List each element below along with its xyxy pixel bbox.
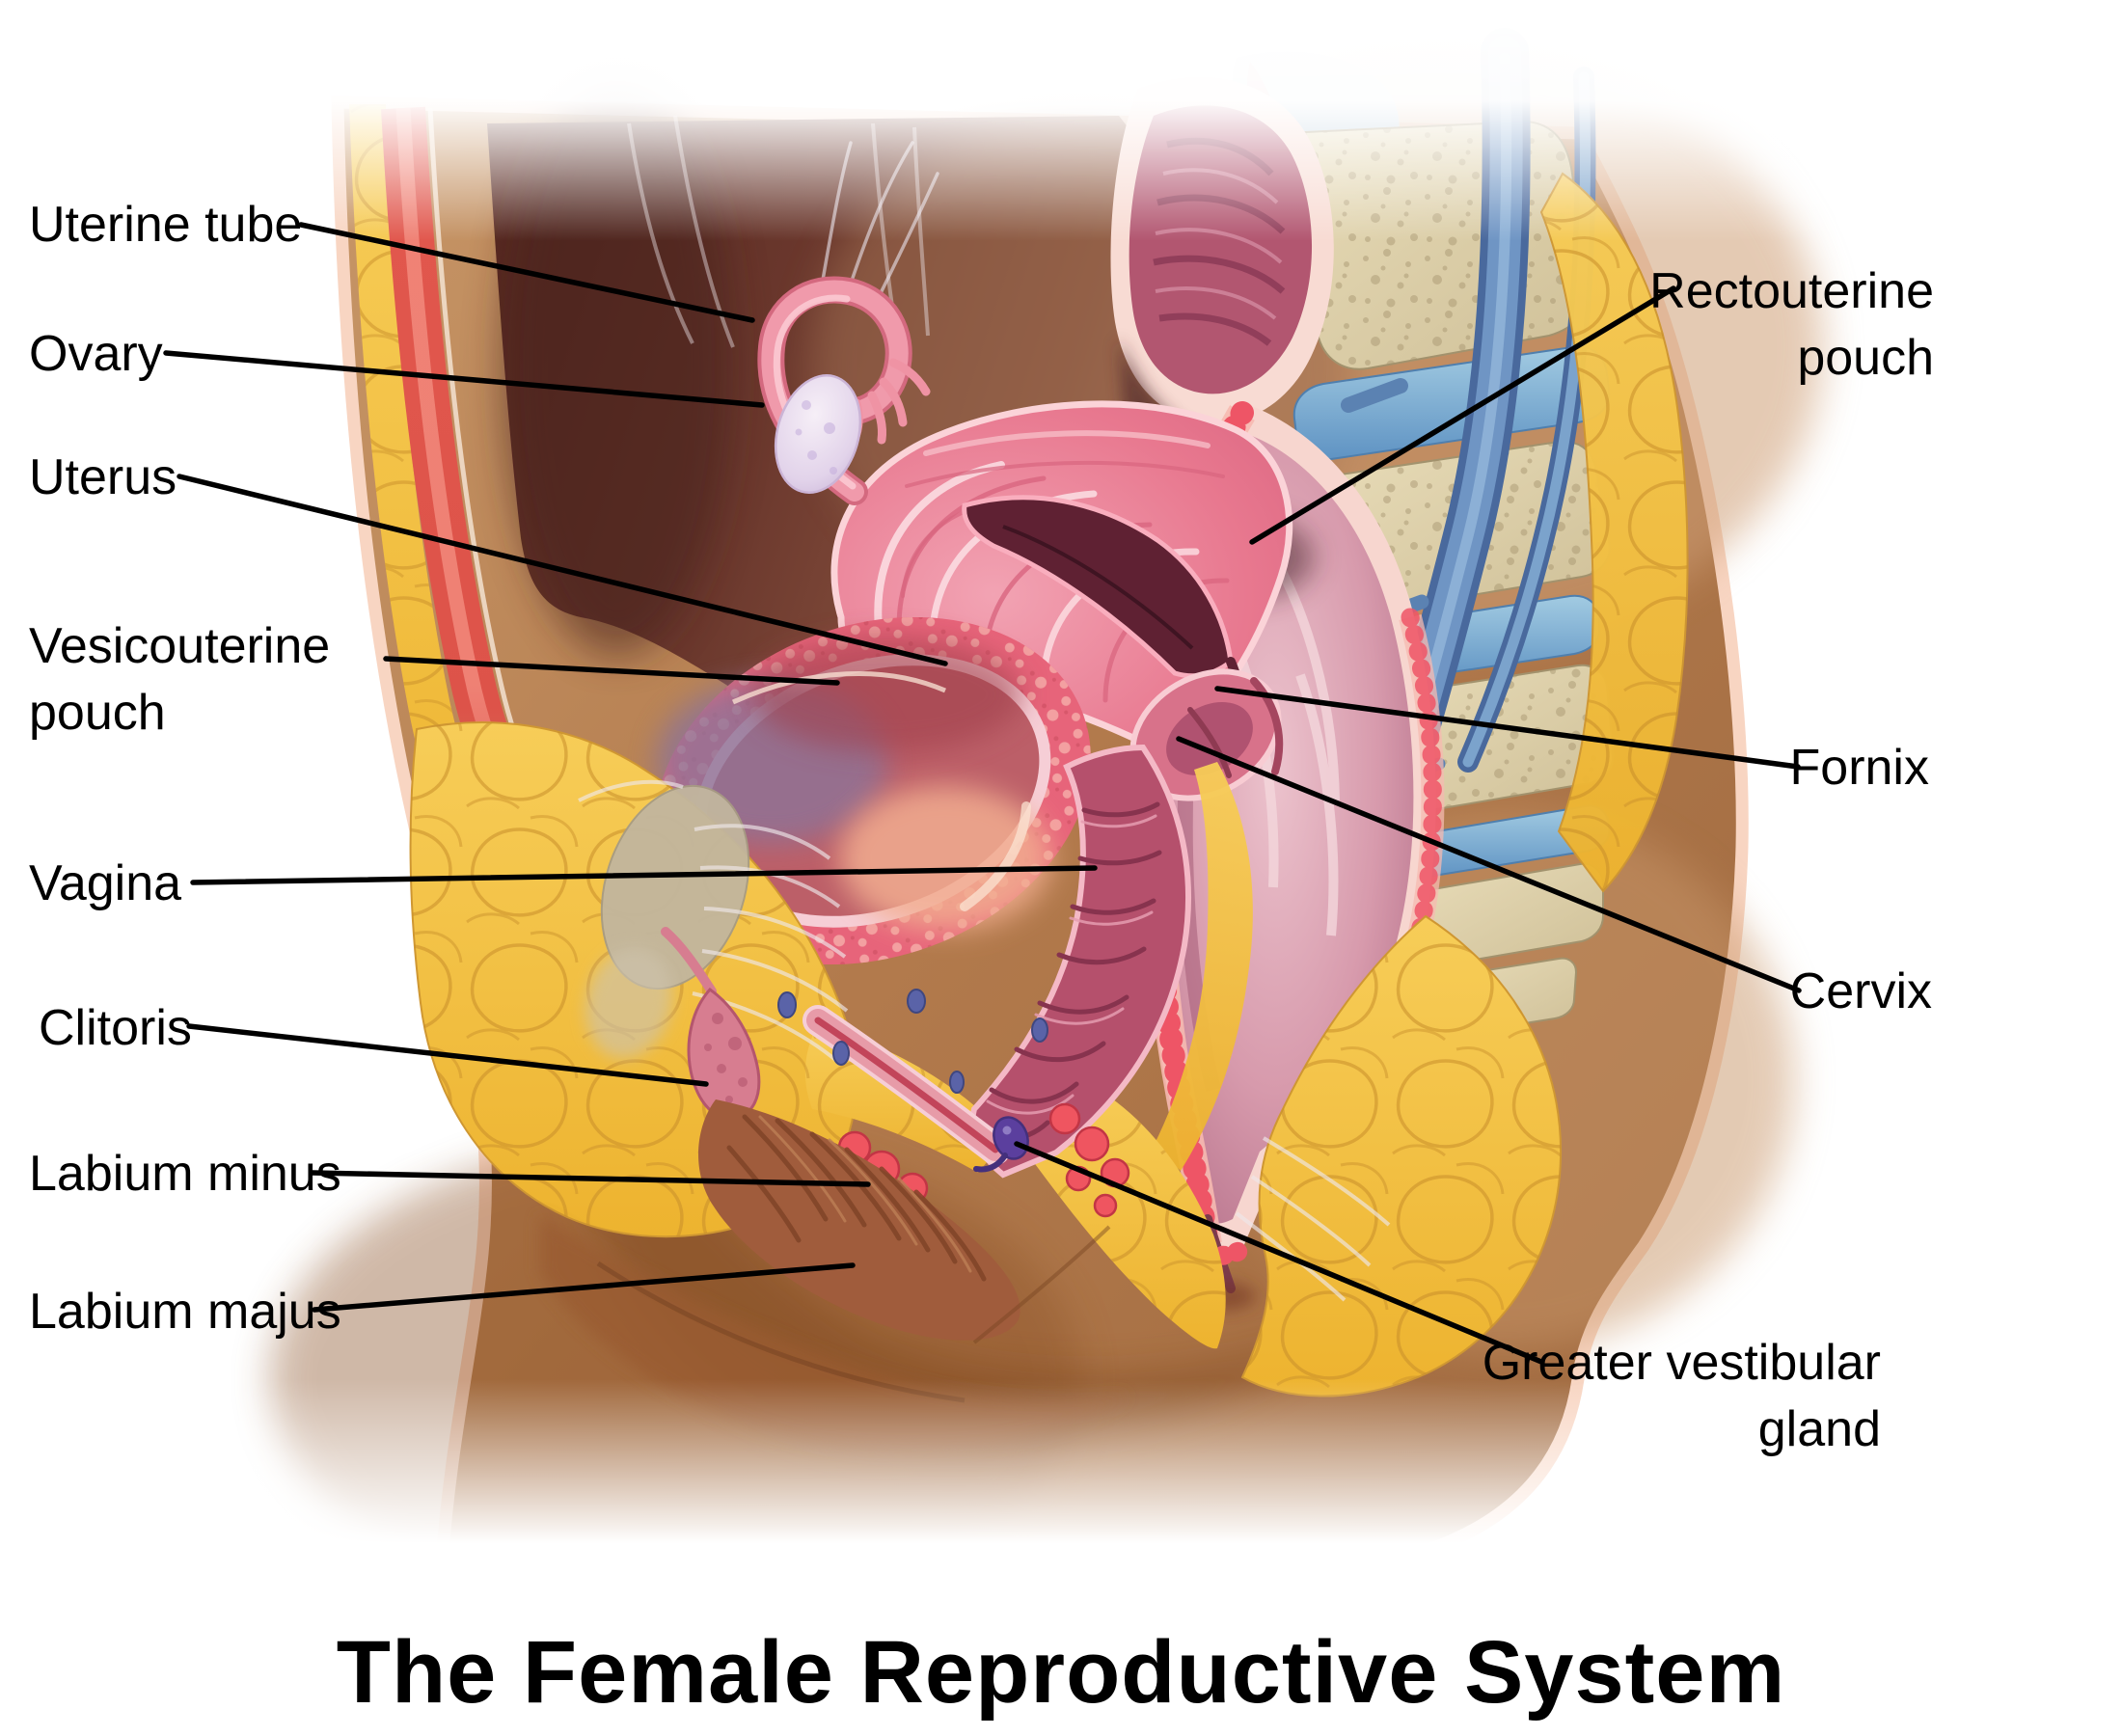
leader-vesicouterine-pouch — [383, 656, 840, 686]
leader-fornix — [1214, 686, 1801, 770]
label-clitoris: Clitoris — [39, 1000, 192, 1056]
leader-vagina — [190, 865, 1098, 885]
leader-greater-vestibular-gland — [1014, 1141, 1544, 1365]
label-fornix: Fornix — [1789, 740, 1929, 796]
label-labium-minus: Labium minus — [29, 1146, 341, 1202]
fornix-cleft — [1250, 677, 1284, 775]
vestibular-veins — [777, 989, 1048, 1094]
vagina — [964, 744, 1191, 1179]
leader-uterine-tube — [298, 222, 755, 323]
label-labium-majus: Labium majus — [29, 1284, 341, 1340]
label-greater-vestibular-gland: Greater vestibular gland — [1482, 1335, 1881, 1457]
top-fade — [0, 0, 2122, 241]
label-vesicouterine-pouch: Vesicouterine pouch — [29, 618, 331, 741]
leader-cervix — [1176, 736, 1802, 993]
leader-lines — [163, 222, 1802, 1365]
leader-rectouterine-pouch — [1249, 285, 1676, 545]
label-rectouterine-pouch: Rectouterine pouch — [1649, 263, 1934, 386]
leader-ovary — [163, 350, 765, 408]
bladder-shading — [656, 637, 1051, 931]
label-ovary: Ovary — [29, 326, 163, 382]
greater-vestibular-gland — [973, 1116, 1029, 1173]
leader-labium-minus — [310, 1170, 871, 1187]
label-uterus: Uterus — [29, 449, 177, 505]
pubic-symphysis — [585, 784, 750, 1059]
diagram-title: The Female Reproductive System — [336, 1623, 1786, 1722]
urethra — [803, 1005, 1011, 1165]
leader-clitoris — [186, 1023, 709, 1087]
label-cervix: Cervix — [1789, 963, 1932, 1019]
label-vagina: Vagina — [29, 855, 182, 911]
ovary — [774, 374, 862, 494]
label-uterine-tube: Uterine tube — [29, 197, 303, 253]
leader-uterus — [177, 474, 948, 666]
posterior-fat — [1539, 172, 1689, 893]
leader-labium-majus — [312, 1262, 856, 1313]
bottom-fade — [0, 1379, 2122, 1572]
